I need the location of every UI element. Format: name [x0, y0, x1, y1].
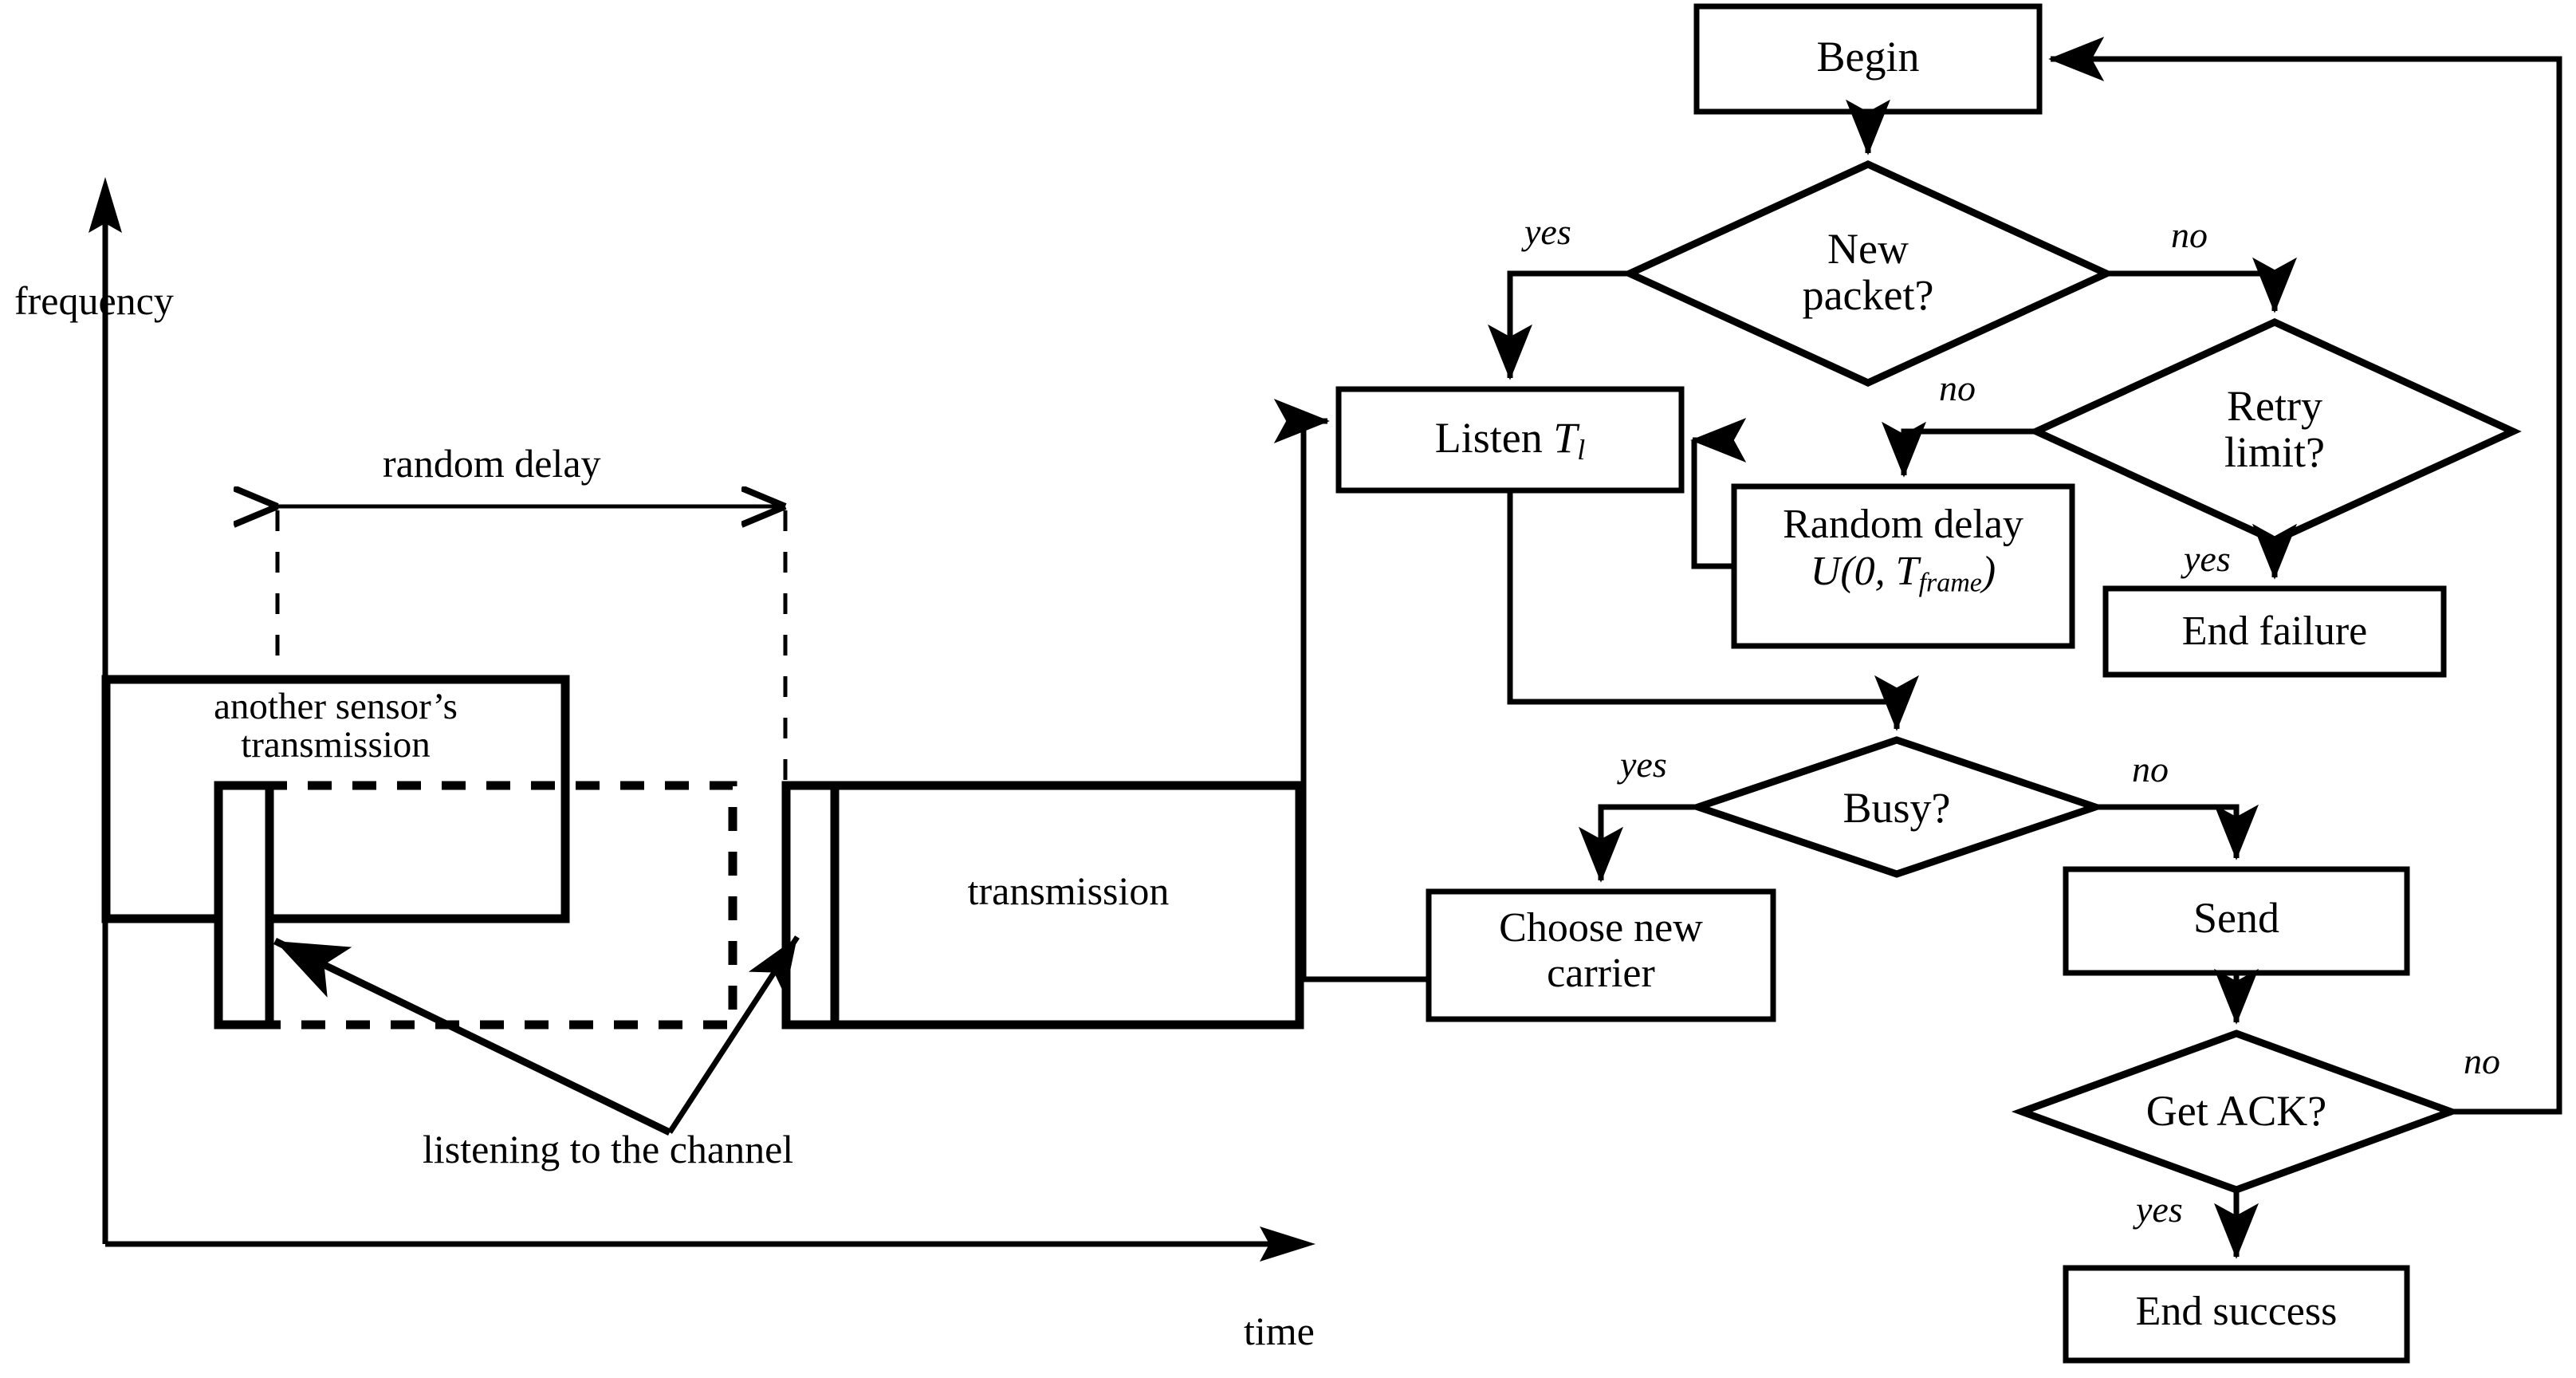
flow-edges	[1273, 37, 2562, 1259]
node-send-label: Send	[2193, 894, 2279, 942]
node-new-packet-label: New packet?	[1802, 225, 1934, 320]
edge-get-ack-no	[2048, 37, 2562, 1115]
edge-choose-carrier-to-listen	[1273, 399, 1429, 982]
edge-label-get-ack-no: no	[2464, 1041, 2500, 1081]
edge-label-new-packet-no: no	[2171, 215, 2208, 255]
node-listen	[1335, 386, 1685, 494]
node-busy-label: Busy?	[1843, 784, 1951, 832]
node-retry-limit-label: Retry limit?	[2224, 382, 2325, 477]
time-axis-label: time	[1244, 1309, 1315, 1353]
node-random-delay-formula: U(0, Tframe)	[1810, 549, 1996, 598]
edge-retry-limit-no	[1882, 421, 2036, 478]
block-another-sensor-label: another sensor’s transmission	[214, 686, 458, 766]
listening-to-channel-label: listening to the channel	[423, 1127, 794, 1171]
block-transmission-label: transmission	[967, 868, 1170, 913]
edge-busy-no	[2095, 804, 2259, 860]
node-begin-label: Begin	[1816, 33, 1920, 81]
edge-label-new-packet-yes: yes	[1524, 211, 1571, 252]
edge-label-busy-no: no	[2132, 749, 2169, 789]
node-choose-new-carrier-label: Choose new carrier	[1499, 905, 1703, 997]
node-send	[2063, 866, 2410, 976]
edge-label-retry-limit-no: no	[1939, 368, 1976, 408]
block-transmission	[781, 781, 1304, 1030]
edge-label-get-ack-yes: yes	[2136, 1189, 2183, 1230]
edge-busy-yes	[1579, 804, 1698, 883]
time-axis	[105, 1226, 1316, 1262]
node-end-success	[2063, 1265, 2410, 1364]
block-another-sensor-transmission	[101, 675, 570, 923]
node-new-packet	[1621, 160, 2115, 387]
node-end-success-label: End success	[2135, 1289, 2338, 1334]
edge-new-packet-yes	[1488, 270, 1630, 380]
node-choose-new-carrier	[1426, 888, 1776, 1022]
block-listen-slot-1	[214, 781, 274, 1030]
random-delay-label: random delay	[383, 441, 601, 486]
listening-pointer-arrows	[273, 935, 800, 1136]
node-end-failure-label: End failure	[2181, 608, 2368, 654]
edge-new-packet-no	[2106, 257, 2297, 313]
timing-diagram	[88, 177, 1316, 1262]
node-begin	[1693, 3, 2043, 115]
node-random-delay-label: Random delay U(0, Tframe)	[1734, 501, 2072, 600]
frequency-axis-label: frequency	[14, 278, 174, 323]
node-busy	[1686, 736, 2107, 878]
node-end-failure	[2102, 585, 2447, 678]
edge-label-retry-limit-yes: yes	[2184, 538, 2231, 579]
node-get-ack-label: Get ACK?	[2145, 1087, 2327, 1135]
flowchart	[1273, 3, 2562, 1364]
random-delay-measure	[277, 506, 788, 797]
node-random-delay	[1731, 483, 2075, 649]
edge-label-busy-yes: yes	[1620, 744, 1667, 785]
edge-listen-to-busy	[1507, 490, 1919, 731]
edge-random-delay-to-listen	[1690, 418, 1747, 569]
node-listen-label: Listen Tl	[1434, 414, 1586, 466]
